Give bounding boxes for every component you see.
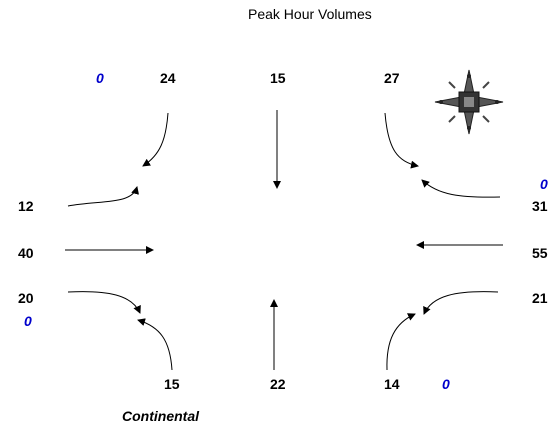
north-left-arrow <box>384 112 419 169</box>
east-ped-count: 0 <box>540 176 548 192</box>
west-left-arrow <box>67 186 139 207</box>
west-left-volume: 12 <box>18 198 34 214</box>
west-right-arrow <box>67 291 141 314</box>
compass-rose-icon <box>434 69 504 135</box>
east-thru-volume: 55 <box>532 245 548 261</box>
north-thru-volume: 15 <box>270 70 286 86</box>
east-left-volume: 21 <box>532 290 548 306</box>
south-left-volume: 15 <box>164 376 180 392</box>
north-right-volume: 24 <box>160 70 176 86</box>
north-ped-count: 0 <box>96 70 104 86</box>
south-right-volume: 14 <box>384 376 400 392</box>
south-right-arrow <box>386 313 416 371</box>
west-ped-count: 0 <box>24 313 32 329</box>
west-thru-volume: 40 <box>18 245 34 261</box>
south-thru-volume: 22 <box>270 376 286 392</box>
west-right-volume: 20 <box>18 290 34 306</box>
diagram-title: Peak Hour Volumes <box>248 6 372 22</box>
east-right-arrow <box>421 179 501 198</box>
street-name-label: Continental <box>122 408 199 424</box>
north-right-arrow <box>142 112 169 167</box>
north-left-volume: 27 <box>384 70 400 86</box>
south-ped-count: 0 <box>442 376 450 392</box>
east-right-volume: 31 <box>532 198 548 214</box>
south-left-arrow <box>137 318 173 371</box>
east-left-arrow <box>423 291 499 315</box>
